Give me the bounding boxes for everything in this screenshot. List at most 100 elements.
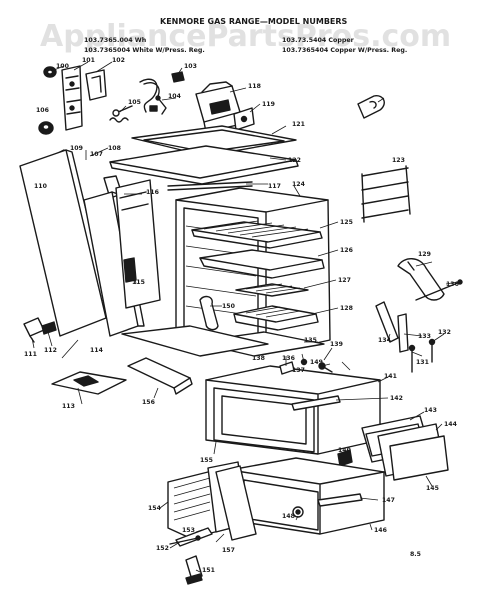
- label-109: 109: [70, 145, 83, 152]
- label-127: 127: [338, 277, 351, 284]
- label-108: 108: [108, 145, 121, 152]
- part-drawer-front-147: [243, 479, 363, 531]
- part-oven-rack-125: [191, 220, 323, 249]
- part-liner-115: [115, 179, 161, 309]
- part-broiler-pan-126: [199, 249, 325, 279]
- label-114: 114: [90, 347, 104, 354]
- label-113: 113: [62, 403, 75, 410]
- part-clip-137: [279, 361, 295, 375]
- page-number: 8.5: [410, 551, 421, 558]
- label-152: 152: [156, 545, 169, 552]
- part-rail-117: [167, 181, 253, 191]
- label-154: 154: [148, 505, 162, 512]
- label-144: 144: [444, 421, 458, 428]
- label-156: 156: [142, 399, 155, 406]
- label-143: 143: [424, 407, 437, 414]
- part-screw-132: [428, 338, 436, 363]
- part-hinge-133: [397, 313, 409, 353]
- part-knob-100: [43, 66, 57, 78]
- label-124: 124: [292, 181, 306, 188]
- part-screw-105: [112, 105, 133, 117]
- part-number-labels: 100 101 102 103 104 105 106 107 108 109 …: [24, 57, 460, 574]
- model-number-left-1: 103.7365.004 Wh: [84, 37, 146, 44]
- label-136: 136: [282, 355, 295, 362]
- label-103: 103: [184, 63, 197, 70]
- part-igniter-104: [155, 95, 167, 115]
- label-141: 141: [384, 373, 397, 380]
- part-valve-panel-101: [61, 65, 83, 131]
- part-bracket-111: [23, 317, 45, 343]
- part-burner-tube-150: [199, 295, 219, 331]
- model-number-right-1: 103.73.5404 Copper: [282, 37, 355, 44]
- label-140: 140: [338, 447, 352, 454]
- label-116: 116: [146, 189, 159, 196]
- label-112: 112: [44, 347, 57, 354]
- part-bracket-140: [337, 449, 353, 467]
- label-122: 122: [288, 157, 301, 164]
- part-handle-grip-169: [357, 95, 385, 119]
- part-hinge-112: [41, 321, 57, 335]
- label-151: 151: [202, 567, 215, 574]
- label-106: 106: [36, 107, 49, 114]
- label-119: 119: [262, 101, 275, 108]
- part-broiler-tray-128: [233, 305, 319, 331]
- part-bracket-119: [233, 107, 255, 131]
- label-150: 150: [222, 303, 236, 310]
- label-129: 129: [418, 251, 431, 258]
- leader-lines: [31, 61, 459, 573]
- model-number-right-2: 103.7365404 Copper W/Press. Reg.: [282, 47, 407, 54]
- part-broiler-grid-127: [235, 283, 309, 297]
- label-137: 137: [292, 367, 305, 374]
- label-147: 147: [382, 497, 395, 504]
- label-133: 133: [418, 333, 431, 340]
- label-148: 148: [282, 513, 295, 520]
- part-rack-support-123: [361, 165, 411, 223]
- label-128: 128: [340, 305, 353, 312]
- label-145: 145: [426, 485, 439, 492]
- part-bottom-panel-138: [121, 325, 269, 357]
- label-139: 139: [330, 341, 343, 348]
- part-glass-145: [389, 435, 449, 481]
- label-149: 149: [310, 359, 323, 366]
- part-hinge-134: [375, 301, 399, 343]
- label-110: 110: [34, 183, 48, 190]
- part-screw-131: [408, 344, 416, 373]
- label-153: 153: [182, 527, 195, 534]
- label-118: 118: [248, 83, 261, 90]
- label-138: 138: [252, 355, 265, 362]
- label-132: 132: [438, 329, 451, 336]
- label-126: 126: [340, 247, 353, 254]
- label-157: 157: [222, 547, 235, 554]
- part-cover-plate-113: [51, 371, 127, 395]
- label-121: 121: [292, 121, 305, 128]
- label-107: 107: [90, 151, 103, 158]
- part-bracket-102: [85, 69, 107, 101]
- label-111: 111: [24, 351, 37, 358]
- label-134: 134: [378, 337, 392, 344]
- label-117: 117: [268, 183, 281, 190]
- label-104: 104: [168, 93, 182, 100]
- part-kick-plate-156: [127, 357, 193, 395]
- label-101: 101: [82, 57, 95, 64]
- label-131: 131: [416, 359, 429, 366]
- watermark-text: AppliancePartsPros.com: [40, 19, 451, 54]
- label-123: 123: [392, 157, 405, 164]
- label-146: 146: [374, 527, 387, 534]
- model-number-left-2: 103.7365004 White W/Press. Reg.: [84, 47, 205, 54]
- label-105: 105: [128, 99, 141, 106]
- part-spring-107: [109, 117, 129, 123]
- part-wire-harness-106: [139, 78, 160, 113]
- label-135: 135: [304, 337, 317, 344]
- diagram-title: KENMORE GAS RANGE—MODEL NUMBERS: [160, 17, 348, 26]
- label-142: 142: [390, 395, 403, 402]
- part-spring-152: [169, 535, 201, 545]
- part-drawer-glide-148: [292, 506, 304, 518]
- part-door-panel-155: [213, 387, 315, 453]
- label-115: 115: [132, 279, 145, 286]
- part-screw-139: [318, 362, 333, 373]
- part-knob-108: [38, 121, 54, 135]
- part-door-handle-142: [291, 395, 341, 411]
- part-drawer-rail-149: [215, 465, 257, 541]
